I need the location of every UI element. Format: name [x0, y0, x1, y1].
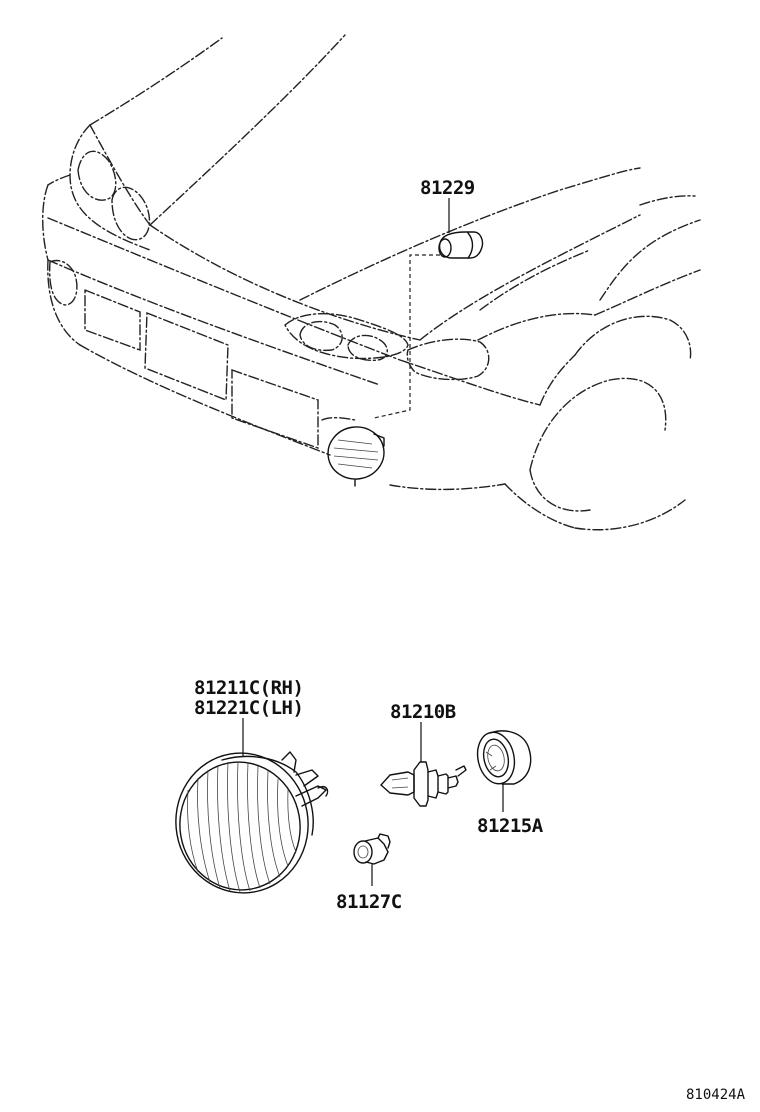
socket-81215a-drawing	[476, 730, 532, 812]
part-label-81221c-lh: 81221C(LH)	[194, 697, 303, 719]
bulb-socket-81229-drawing	[438, 198, 484, 259]
car-front-outline	[42, 34, 701, 531]
clip-81127c-drawing	[353, 833, 391, 886]
part-label-81229: 81229	[420, 177, 475, 199]
fog-lamp-assembly-drawing	[175, 718, 329, 894]
figure-id: 810424A	[686, 1087, 746, 1103]
part-label-81215a: 81215A	[477, 815, 544, 837]
bulb-81210b-drawing	[380, 722, 467, 807]
part-label-81211c-rh: 81211C(RH)	[194, 677, 303, 699]
connection-line	[373, 254, 440, 419]
part-label-81127c: 81127C	[336, 891, 402, 913]
part-label-81210b: 81210B	[390, 701, 456, 723]
fog-lamp-on-car	[327, 426, 385, 487]
